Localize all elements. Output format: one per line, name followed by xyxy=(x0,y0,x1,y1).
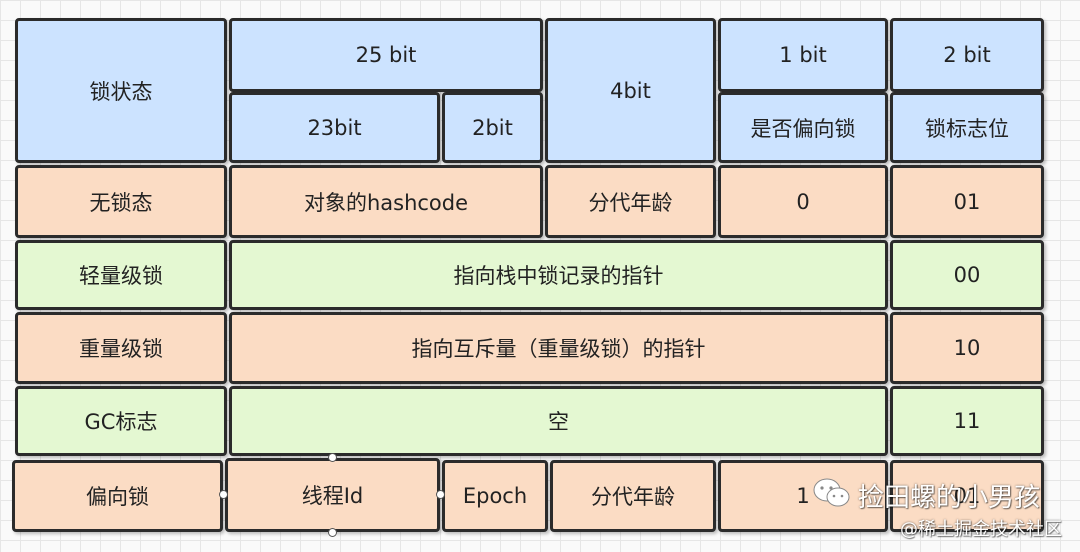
row-gc-flag: 11 xyxy=(890,386,1044,456)
row-lightweight-state: 轻量级锁 xyxy=(15,240,227,310)
resize-handle-right[interactable] xyxy=(436,490,445,499)
row-heavyweight-pointer: 指向互斥量（重量级锁）的指针 xyxy=(229,312,888,384)
row-heavyweight-state: 重量级锁 xyxy=(15,312,227,384)
resize-handle-bottom[interactable] xyxy=(328,528,337,537)
row-unlocked-state: 无锁态 xyxy=(15,165,227,238)
row-biased-biased: 1 xyxy=(718,460,888,532)
header-lock-flag: 锁标志位 xyxy=(890,92,1044,163)
wechat-icon xyxy=(812,476,852,514)
row-biased-age: 分代年龄 xyxy=(550,460,716,532)
row-lightweight-pointer: 指向栈中锁记录的指针 xyxy=(229,240,888,310)
header-1bit: 1 bit xyxy=(718,18,888,92)
row-gc-state: GC标志 xyxy=(15,386,227,456)
row-biased-flag: 01 xyxy=(890,460,1044,532)
header-is-biased: 是否偏向锁 xyxy=(718,92,888,163)
row-unlocked-age: 分代年龄 xyxy=(545,165,716,238)
row-unlocked-biased: 0 xyxy=(718,165,888,238)
row-lightweight-flag: 00 xyxy=(890,240,1044,310)
row-heavyweight-flag: 10 xyxy=(890,312,1044,384)
row-gc-empty: 空 xyxy=(229,386,888,456)
header-23bit: 23bit xyxy=(229,92,440,163)
row-unlocked-hashcode: 对象的hashcode xyxy=(229,165,543,238)
row-biased-thread-id[interactable]: 线程Id xyxy=(225,458,440,532)
header-2bit-a: 2bit xyxy=(442,92,543,163)
watermark-title: 捡田螺的小男孩 xyxy=(858,482,1041,513)
header-25bit: 25 bit xyxy=(229,18,543,92)
row-biased-state: 偏向锁 xyxy=(12,460,223,532)
watermark: 捡田螺的小男孩 xyxy=(812,476,1040,514)
row-biased-epoch: Epoch xyxy=(442,460,548,532)
resize-handle-top[interactable] xyxy=(328,453,337,462)
header-4bit: 4bit xyxy=(545,18,716,163)
row-unlocked-flag: 01 xyxy=(890,165,1044,238)
header-lock-state: 锁状态 xyxy=(15,18,227,163)
resize-handle-left[interactable] xyxy=(219,490,228,499)
watermark-subtitle: @稀土掘金技术社区 xyxy=(900,519,1062,540)
header-2bit: 2 bit xyxy=(890,18,1044,92)
